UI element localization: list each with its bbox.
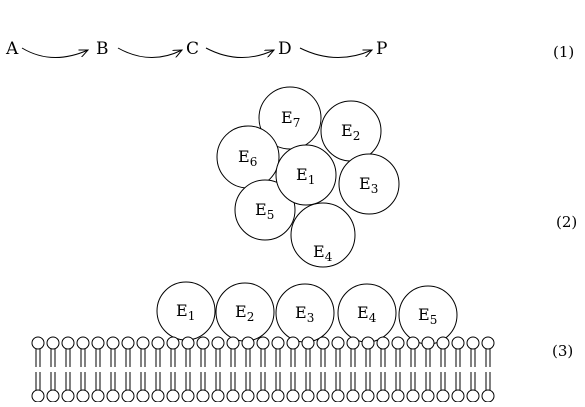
lipid-head <box>271 336 285 350</box>
pathway-row: A B C D P (1) <box>5 39 574 61</box>
lipid-head <box>361 389 375 403</box>
cluster-label-e1: E1 <box>296 165 315 187</box>
lipid-head <box>436 389 450 403</box>
lipid-head <box>421 336 435 350</box>
lipid-head <box>181 336 195 350</box>
lipid-head <box>451 336 465 350</box>
lipid-head <box>316 336 330 350</box>
lipid-head <box>121 389 135 403</box>
lipid-head <box>256 336 270 350</box>
lipid-head <box>286 389 300 403</box>
lipid-head <box>226 336 240 350</box>
lipid-head <box>481 336 495 350</box>
lipid-head <box>331 389 345 403</box>
membrane-label-e4: E4 <box>357 303 377 325</box>
enzyme-cluster <box>216 86 400 268</box>
pathway-node-p: P <box>376 39 387 59</box>
lipid-head <box>241 336 255 350</box>
lipid-head <box>256 389 270 403</box>
lipid-head <box>211 389 225 403</box>
lipid-head <box>196 389 210 403</box>
lipid-head <box>421 389 435 403</box>
cluster-label-e3: E3 <box>359 174 378 196</box>
lipid-head <box>301 389 315 403</box>
cluster-enzyme-e5 <box>234 179 296 241</box>
pathway-node-a: A <box>5 39 19 59</box>
lipid-head <box>286 336 300 350</box>
lipid-head <box>346 336 360 350</box>
lipid-head <box>196 336 210 350</box>
pathway-arrow-3 <box>205 47 274 59</box>
lipid-head <box>406 336 420 350</box>
lipid-head <box>451 389 465 403</box>
lipid-head <box>91 389 105 403</box>
cluster-label-e2: E2 <box>341 121 360 143</box>
lipid-head <box>76 336 90 350</box>
cluster-enzyme-e1 <box>275 144 337 206</box>
lipid-head <box>91 336 105 350</box>
lipid-head <box>136 336 150 350</box>
cluster-row-label: (2) <box>556 213 577 231</box>
lipid-head <box>226 389 240 403</box>
membrane-label-e5: E5 <box>418 305 437 327</box>
lipid-head <box>46 336 60 350</box>
membrane-label-e3: E3 <box>295 303 314 325</box>
lipid-head <box>271 389 285 403</box>
lipid-head <box>316 389 330 403</box>
cluster-enzyme-e7 <box>258 86 322 150</box>
pathway-row-label: (1) <box>553 43 574 61</box>
lipid-head <box>151 336 165 350</box>
lipid-head <box>466 389 480 403</box>
cluster-label-e5: E5 <box>255 200 274 222</box>
lipid-head <box>331 336 345 350</box>
lipid-head <box>181 389 195 403</box>
pathway-node-d: D <box>278 39 292 59</box>
lipid-head <box>346 389 360 403</box>
lipid-head <box>31 336 45 350</box>
pathway-node-c: C <box>186 39 199 59</box>
cluster-label-e6: E6 <box>238 147 257 169</box>
lipid-head <box>361 336 375 350</box>
lipid-head <box>61 336 75 350</box>
lipid-head <box>481 389 495 403</box>
lipid-head <box>31 389 45 403</box>
cluster-enzyme-e4 <box>290 202 356 268</box>
lipid-head <box>121 336 135 350</box>
lipid-head <box>391 389 405 403</box>
lipid-head <box>106 389 120 403</box>
lipid-head <box>151 389 165 403</box>
lipid-head <box>406 389 420 403</box>
lipid-head <box>46 389 60 403</box>
membrane-label-e1: E1 <box>176 301 195 323</box>
cluster-labels: E7 E2 E6 E1 E3 E5 E4 <box>238 108 378 264</box>
lipid-head <box>106 336 120 350</box>
membrane-labels: E1 E2 E3 E4 E5 <box>176 301 437 327</box>
lipid-head <box>241 389 255 403</box>
membrane-row-label: (3) <box>552 342 573 360</box>
pathway-node-b: B <box>96 39 109 59</box>
lipid-head <box>166 336 180 350</box>
lipid-head <box>61 389 75 403</box>
cluster-label-e7: E7 <box>281 108 300 130</box>
cluster-enzyme-e3 <box>338 153 400 215</box>
lipid-head <box>136 389 150 403</box>
lipid-head <box>376 389 390 403</box>
membrane-enzymes <box>156 281 458 345</box>
pathway-arrow-1 <box>21 47 88 59</box>
lipid-head <box>301 336 315 350</box>
lipid-head <box>391 336 405 350</box>
lipid-head <box>166 389 180 403</box>
lipid-head <box>466 336 480 350</box>
lipid-bilayer <box>31 336 495 403</box>
cluster-label-e4: E4 <box>313 242 333 264</box>
lipid-head <box>376 336 390 350</box>
lipid-head <box>76 389 90 403</box>
lipid-head <box>211 336 225 350</box>
membrane-label-e2: E2 <box>235 302 254 324</box>
lipid-head <box>436 336 450 350</box>
pathway-arrow-4 <box>299 47 372 59</box>
pathway-arrow-2 <box>117 47 182 59</box>
